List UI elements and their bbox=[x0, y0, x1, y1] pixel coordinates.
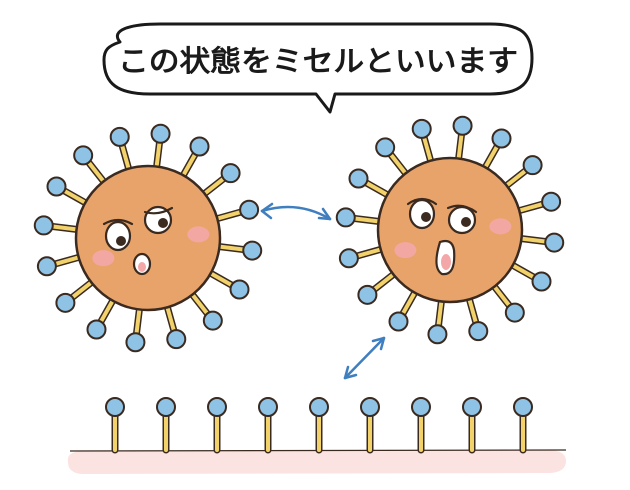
surfactant-molecule bbox=[197, 163, 241, 200]
surface-molecule bbox=[207, 397, 227, 454]
speech-bubble-text: この状態をミセルといいます bbox=[118, 44, 518, 78]
surfactant-molecule bbox=[348, 168, 395, 201]
surfactant-molecule bbox=[427, 294, 448, 345]
adsorption-arrow bbox=[343, 336, 386, 380]
surface-molecule bbox=[411, 397, 431, 454]
surfactant-molecule bbox=[375, 137, 412, 181]
surfactant-molecule bbox=[33, 215, 84, 236]
micelle-core bbox=[74, 164, 222, 312]
surfactant-molecule bbox=[338, 244, 389, 269]
surfactant-molecule bbox=[36, 252, 87, 277]
surface-molecule bbox=[156, 397, 176, 454]
surfactant-molecule bbox=[335, 207, 386, 228]
surfactant-molecule bbox=[505, 259, 552, 292]
surface-molecule bbox=[309, 397, 329, 454]
surfactant-molecule bbox=[55, 276, 99, 313]
surfactant-molecule bbox=[464, 291, 489, 342]
exchange-arrow bbox=[260, 202, 332, 221]
micelle-core bbox=[376, 156, 524, 304]
surfactant-molecule bbox=[488, 279, 525, 323]
surface-molecule bbox=[513, 397, 533, 454]
surfactant-molecule bbox=[150, 123, 171, 174]
speech-bubble: この状態をミセルといいます bbox=[102, 22, 534, 114]
surfactant-molecule bbox=[203, 267, 250, 300]
surfactant-molecule bbox=[209, 199, 260, 224]
surfactant-molecule bbox=[46, 176, 93, 209]
micelle-right bbox=[335, 115, 565, 345]
surfactant-molecule bbox=[177, 136, 210, 183]
face bbox=[102, 205, 174, 276]
surface-molecule bbox=[258, 397, 278, 454]
surfactant-molecule bbox=[511, 191, 562, 216]
surfactant-molecule bbox=[186, 287, 223, 331]
surfactant-molecule bbox=[514, 232, 565, 253]
surface-molecule bbox=[105, 397, 125, 454]
micelle-left bbox=[33, 123, 263, 353]
surface bbox=[67, 449, 567, 474]
surfactant-molecule bbox=[86, 293, 119, 340]
surfactant-molecule bbox=[452, 115, 473, 166]
surface-molecule bbox=[360, 397, 380, 454]
surfactant-molecule bbox=[357, 268, 401, 305]
surfactant-molecule bbox=[109, 126, 134, 177]
face bbox=[406, 197, 478, 276]
surfactant-molecule bbox=[125, 302, 146, 353]
surfactant-molecule bbox=[499, 155, 543, 192]
surfactant-molecule bbox=[73, 145, 110, 189]
surfactant-molecule bbox=[388, 285, 421, 332]
surface-molecule bbox=[462, 397, 482, 454]
surfactant-molecule bbox=[411, 118, 436, 169]
surfactant-molecule bbox=[212, 240, 263, 261]
surfactant-molecule bbox=[479, 128, 512, 175]
surfactant-molecule bbox=[162, 299, 187, 350]
